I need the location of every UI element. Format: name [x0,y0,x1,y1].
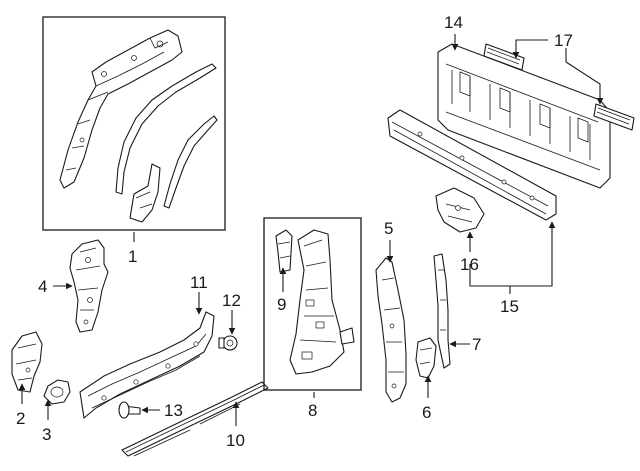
callout-4: 4 [38,277,47,296]
hinge-pillar-part [69,239,109,333]
rear-pillar-part [375,257,407,403]
part-1-group-box [42,16,226,231]
callout-1: 1 [128,247,137,266]
callout-11: 11 [190,273,208,292]
roof-seal-strip-short [163,115,218,209]
callout-12: 12 [222,291,241,310]
b-pillar-inner-part [289,229,355,375]
rocker-outer-panel-part [121,381,269,457]
pillar-reinforcement-part [275,229,293,273]
grommet-part [43,379,71,405]
callout-16: 16 [460,255,479,274]
callout-2: 2 [16,409,25,428]
callout-15: 15 [500,297,519,316]
callout-14: 14 [444,13,463,32]
callout-13: 13 [164,401,183,420]
callout-3: 3 [42,425,51,444]
rear-cross-member-part [387,109,557,221]
callout-8: 8 [308,401,317,420]
cross-member-bracket-part [435,187,485,233]
rear-pillar-reinforcement-part [433,253,451,369]
rocker-inner-panel-part [79,311,215,419]
callout-10: 10 [226,431,245,450]
bolt-part [118,401,141,419]
pillar-bracket-part [415,337,437,379]
drain-plug-part [218,335,238,351]
pillar-bracket [129,163,161,223]
callout-9: 9 [277,295,286,314]
callout-5: 5 [384,219,393,238]
callout-6: 6 [422,403,431,422]
part-8-group-box [263,217,362,391]
leader-lines [18,34,604,426]
callout-17: 17 [554,31,573,50]
cowl-side-panel-part [11,331,43,393]
callout-7: 7 [472,335,481,354]
a-pillar-roof-rail-part [59,29,183,189]
vent-right-part [593,103,635,131]
roof-seal-strip-long [115,63,217,195]
